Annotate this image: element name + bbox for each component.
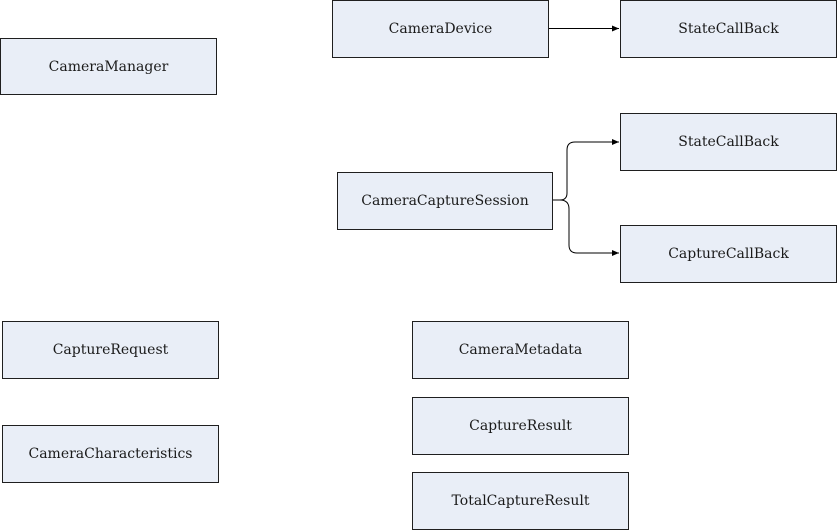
node-camera-device: CameraDevice [332,0,549,58]
node-label: CaptureCallBack [668,246,789,262]
node-camera-capture-session: CameraCaptureSession [337,172,553,230]
node-label: StateCallBack [678,21,779,37]
node-label: CameraDevice [388,21,493,37]
node-label: TotalCaptureResult [451,493,590,509]
edge-session-to-statecallback [552,139,619,201]
node-capture-request: CaptureRequest [2,321,219,379]
node-label: StateCallBack [678,134,779,150]
node-device-state-callback: StateCallBack [620,0,837,58]
node-label: CameraMetadata [458,342,583,358]
node-label: CameraCharacteristics [28,446,193,462]
node-label: CameraCaptureSession [361,193,529,209]
node-camera-metadata: CameraMetadata [412,321,629,379]
node-session-state-callback: StateCallBack [620,113,837,171]
node-label: CameraManager [48,58,169,75]
edge-session-to-capturecallback [552,199,619,256]
node-camera-characteristics: CameraCharacteristics [2,425,219,483]
node-capture-callback: CaptureCallBack [620,225,837,283]
node-total-capture-result: TotalCaptureResult [412,472,629,530]
node-label: CaptureRequest [52,342,169,358]
node-label: CaptureResult [469,418,572,434]
node-camera-manager: CameraManager [0,38,217,95]
node-capture-result: CaptureResult [412,397,629,455]
